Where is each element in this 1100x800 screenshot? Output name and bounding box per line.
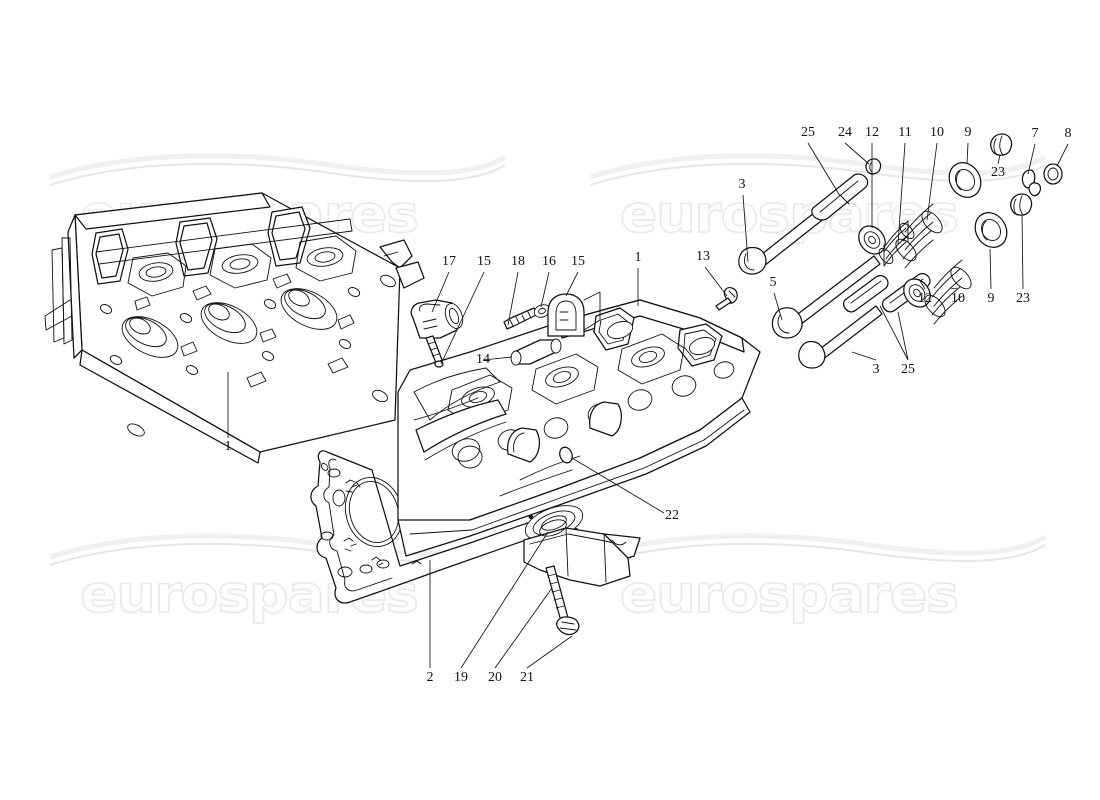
main-cam-bearing-caps xyxy=(593,307,723,367)
callout-inner-spring-11: 11 xyxy=(898,125,912,140)
callout-spring-retainer-9: 9 xyxy=(987,291,995,306)
callout-bracket-16: 16 xyxy=(542,254,556,269)
left-cylinder-head xyxy=(44,192,425,464)
callout-stud-18: 18 xyxy=(511,254,525,269)
callout-valve-guide-25: 25 xyxy=(901,362,915,377)
spring-cap-upper xyxy=(858,225,886,255)
port-castings xyxy=(127,235,357,297)
callout-spring-cap-12: 12 xyxy=(865,125,879,140)
callout-cylinder-head-1: 1 xyxy=(634,250,642,265)
dowel-pin xyxy=(715,286,738,311)
oil-seal-upper xyxy=(1043,163,1063,185)
spring-retainer-upper xyxy=(948,162,982,198)
valve-cap-lower xyxy=(1010,193,1033,216)
callout-valve-guide-25: 25 xyxy=(801,125,815,140)
thermostat-housing xyxy=(410,299,464,368)
bolt-holes xyxy=(99,274,396,437)
callout-thermostat-housing-17: 17 xyxy=(442,254,456,269)
inner-spring-upper xyxy=(878,220,915,267)
callout-intake-valve-3: 3 xyxy=(738,177,746,192)
main-cylinder-head xyxy=(397,299,761,557)
spring-retainer-lower xyxy=(974,212,1008,248)
outer-spring-upper xyxy=(895,203,943,269)
callout-intake-valve-3: 3 xyxy=(872,362,880,377)
callout-collet-24: 24 xyxy=(838,125,852,140)
callout-valve-cap-23: 23 xyxy=(991,165,1005,180)
valve-cotter-upper xyxy=(1021,169,1042,197)
callout-bush-14: 14 xyxy=(476,352,490,367)
valve-train-upper xyxy=(738,133,1063,275)
callout-nut-21: 21 xyxy=(520,670,534,685)
callout-plug-22: 22 xyxy=(665,508,679,523)
callout-cylinder-head-1: 1 xyxy=(224,439,232,454)
callout-washer-15: 15 xyxy=(571,254,585,269)
callout-outer-spring-10: 10 xyxy=(951,291,965,306)
callout-seal-ring-19: 19 xyxy=(454,670,468,685)
valve-train-lower xyxy=(771,193,1033,369)
callout-valve-cotter-7: 7 xyxy=(1031,126,1039,141)
cam-bearing-caps xyxy=(91,206,311,285)
head-gasket xyxy=(310,450,561,604)
leader-lines xyxy=(227,142,1069,669)
main-port-castings xyxy=(447,333,685,425)
callout-spring-retainer-9: 9 xyxy=(964,125,972,140)
callout-head-gasket-2: 2 xyxy=(426,670,434,685)
fastener-group xyxy=(503,291,601,366)
callout-oil-seal-8: 8 xyxy=(1064,126,1072,141)
valve-lower-b xyxy=(798,305,883,369)
gasket-markings xyxy=(343,479,422,566)
inlet-cavity xyxy=(413,367,507,461)
callout-dowel-pin-13: 13 xyxy=(696,249,710,264)
callout-spring-cap-12: 12 xyxy=(918,291,932,306)
outer-spring-lower xyxy=(924,259,972,325)
valve-cap-upper xyxy=(990,133,1013,156)
water-jacket-slots xyxy=(134,273,355,388)
callout-exhaust-valve-5: 5 xyxy=(769,275,777,290)
lower-bracket-assembly xyxy=(523,519,641,636)
valve-lower-a xyxy=(771,255,881,339)
callout-outer-spring-10: 10 xyxy=(930,125,944,140)
callout-washer-15: 15 xyxy=(477,254,491,269)
callout-valve-cap-23: 23 xyxy=(1016,291,1030,306)
callout-stud-bolt-20: 20 xyxy=(488,670,502,685)
valve-guide-upper xyxy=(811,173,869,221)
deck-bosses xyxy=(506,401,622,463)
deck-openings xyxy=(121,288,338,358)
